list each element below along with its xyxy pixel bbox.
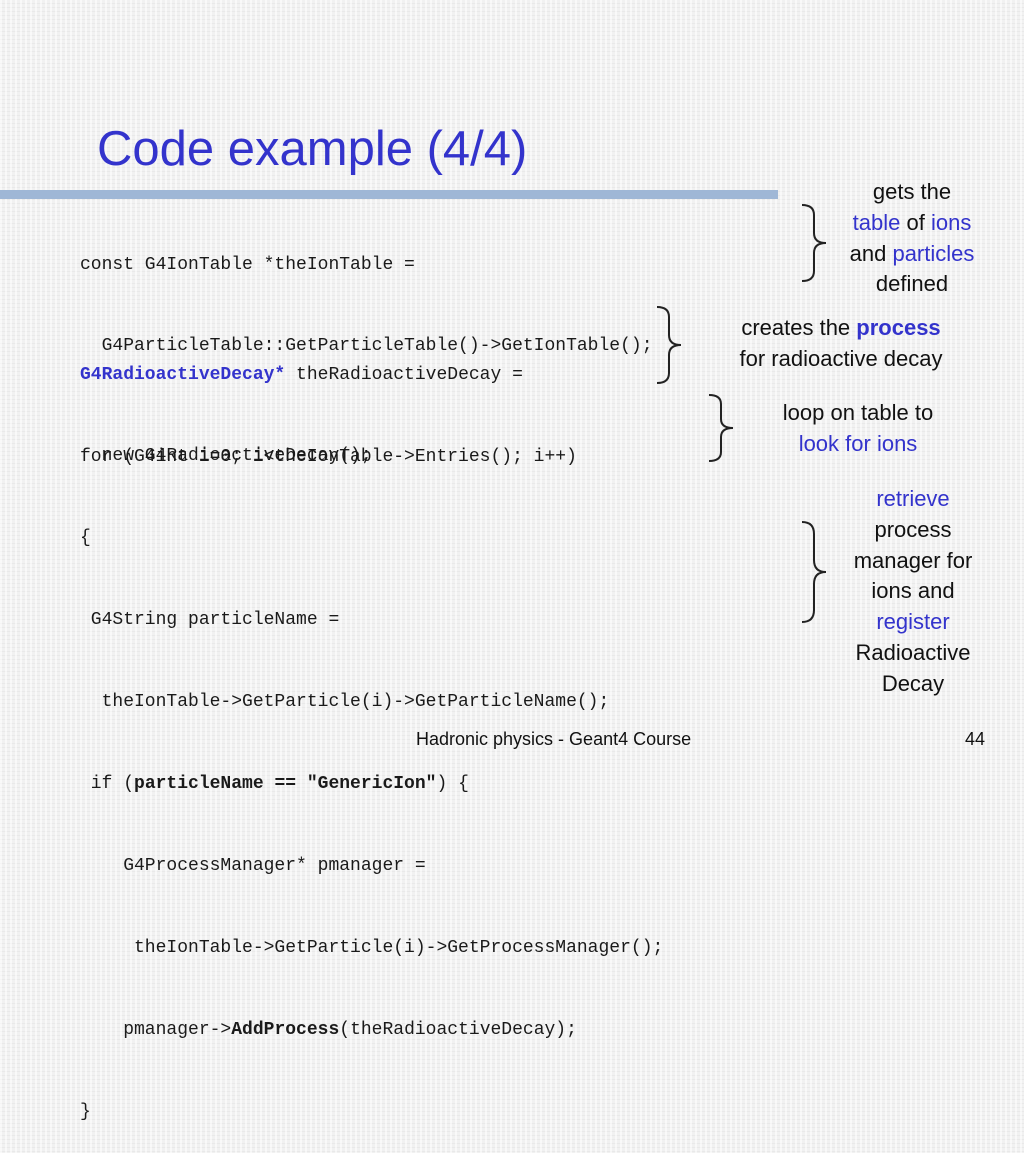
annotation-line: Decay: [881, 670, 945, 696]
annotation-line: ions and: [871, 578, 955, 604]
highlight-text: look for ions: [798, 430, 918, 456]
annotation-line: loop on table to: [782, 400, 934, 425]
annotation-loop: loop on table to look for ions: [748, 398, 968, 460]
footer-course-name: Hadronic physics - Geant4 Course: [416, 729, 692, 749]
highlight-text: table: [852, 209, 901, 235]
code-line: G4ParticleTable::GetParticleTable()->Get…: [80, 336, 653, 357]
annotation-line: process: [874, 516, 952, 542]
highlight-text: particles: [892, 240, 975, 266]
code-block-ion-loop: for (G4int i=0; i<theIonTable->Entries()…: [80, 389, 663, 1153]
annotation-line: for radioactive decay: [739, 345, 943, 371]
page-number: 44: [965, 729, 986, 749]
code-text: pmanager->: [80, 1019, 232, 1040]
code-block-radioactive-decay: G4RadioactiveDecay* theRadioactiveDecay …: [80, 307, 523, 498]
annotation-text: creates the: [741, 315, 857, 340]
curly-brace-icon: [656, 306, 682, 384]
code-line: theIonTable->GetParticle(i)->GetProcessM…: [80, 937, 664, 958]
annotation-line: creates the process: [696, 313, 986, 344]
curly-brace-icon: [801, 521, 827, 623]
highlight-text: register: [876, 609, 950, 635]
annotation-create-process: creates the process for radioactive deca…: [696, 313, 986, 375]
annotation-line: manager for: [853, 547, 973, 573]
annotation-text: of: [900, 209, 931, 235]
highlight-text: retrieve: [876, 486, 950, 511]
curly-brace-icon: [801, 204, 827, 282]
code-line: G4ProcessManager* pmanager =: [80, 856, 426, 877]
curly-brace-icon: [708, 394, 734, 462]
code-method: AddProcess: [231, 1019, 340, 1040]
annotation-line: and particles: [826, 239, 998, 270]
code-line: }: [80, 1101, 91, 1122]
code-line: for (G4int i=0; i<theIonTable->Entries()…: [80, 446, 577, 467]
annotation-line: Radioactive: [855, 639, 971, 665]
highlight-text: ions: [930, 209, 972, 235]
code-block-ion-table: const G4IonTable *theIonTable = G4Partic…: [80, 197, 653, 388]
code-text: (theRadioactiveDecay);: [339, 1019, 577, 1040]
annotation-line: table of ions: [826, 208, 998, 239]
title-underline: [0, 190, 778, 199]
annotation-text: and: [849, 240, 893, 266]
code-line: G4String particleName =: [80, 610, 340, 631]
annotation-line: gets the: [872, 179, 952, 204]
code-line: if (particleName == "GenericIon") {: [80, 771, 663, 798]
annotation-line: defined: [875, 271, 949, 297]
code-text: ) {: [436, 774, 469, 795]
code-line: theIonTable->GetParticle(i)->GetParticle…: [80, 692, 610, 713]
code-line: const G4IonTable *theIonTable =: [80, 254, 415, 275]
code-line: pmanager->AddProcess(theRadioactiveDecay…: [80, 1017, 663, 1044]
code-line: {: [80, 528, 91, 549]
slide-title: Code example (4/4): [97, 122, 528, 176]
code-line: G4RadioactiveDecay* theRadioactiveDecay …: [80, 362, 523, 389]
code-text: theRadioactiveDecay =: [285, 364, 523, 385]
code-type-name: G4RadioactiveDecay*: [80, 364, 286, 385]
annotation-register-process: retrieve process manager for ions and re…: [828, 484, 998, 700]
code-line: new G4RadioactiveDecay();: [80, 446, 372, 467]
annotation-ion-table: gets the table of ions and particles def…: [826, 177, 998, 300]
highlight-text: process: [856, 315, 941, 340]
code-condition: particleName == "GenericIon": [134, 774, 437, 795]
code-text: if (: [80, 774, 135, 795]
